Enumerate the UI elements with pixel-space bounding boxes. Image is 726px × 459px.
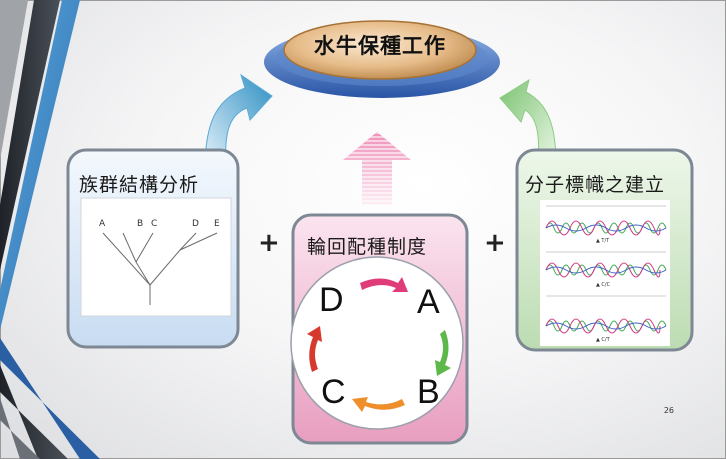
node-c: C bbox=[321, 373, 346, 411]
marker-label-2: ▲ C/C bbox=[596, 282, 611, 288]
up-arrow-center bbox=[343, 132, 411, 205]
marker-label-1: ▲ T/T bbox=[596, 238, 610, 244]
phylogenetic-tree bbox=[102, 232, 218, 305]
panel-rotational-breeding bbox=[290, 213, 469, 445]
marker-label-3: ▲ C/T bbox=[596, 337, 610, 343]
plus-sign-left: + bbox=[258, 228, 280, 258]
panel-molecular-markers bbox=[515, 148, 694, 352]
cycle-arrow-d-to-a bbox=[360, 277, 408, 292]
sequencing-traces bbox=[545, 205, 667, 334]
tree-leaf-c: C bbox=[151, 219, 158, 229]
node-d: D bbox=[319, 281, 344, 319]
cycle-arrow-b-to-c bbox=[352, 397, 405, 412]
node-a: A bbox=[417, 283, 440, 321]
right-panel-title: 分子標幟之建立 bbox=[525, 174, 666, 196]
curved-arrow-right bbox=[499, 78, 557, 166]
page-number: 26 bbox=[663, 406, 674, 415]
cycle-arrow-c-to-d bbox=[307, 326, 322, 372]
plus-sign-right: + bbox=[484, 228, 506, 258]
panel-population-structure bbox=[66, 148, 240, 349]
cycle-arrow-a-to-b bbox=[435, 330, 451, 376]
platform bbox=[264, 20, 500, 98]
node-b: B bbox=[417, 373, 440, 411]
tree-leaf-b: B bbox=[137, 219, 144, 229]
tree-leaf-d: D bbox=[192, 219, 199, 229]
curved-arrow-left bbox=[204, 73, 273, 171]
top-left-stripes bbox=[0, 0, 80, 330]
platform-title: 水牛保種工作 bbox=[314, 34, 446, 58]
tree-leaf-a: A bbox=[99, 219, 106, 229]
center-panel-title: 輪回配種制度 bbox=[307, 236, 428, 258]
left-panel-title: 族群結構分析 bbox=[79, 174, 200, 196]
tree-leaf-e: E bbox=[214, 219, 220, 229]
bottom-left-stripes bbox=[0, 338, 100, 459]
